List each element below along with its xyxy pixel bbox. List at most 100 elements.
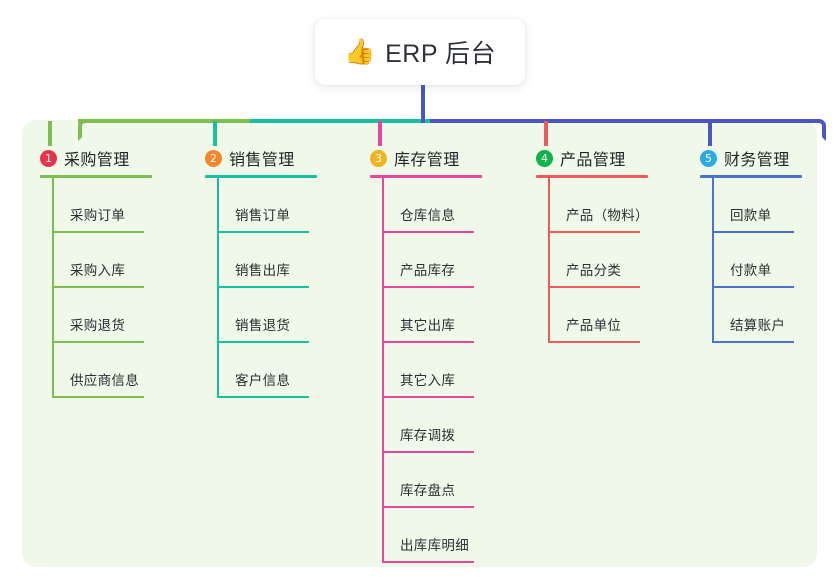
branch-item[interactable]: 供应商信息 xyxy=(52,343,190,398)
branch-item-label: 出库库明细 xyxy=(400,538,469,553)
branch-bar-teal xyxy=(250,119,432,123)
branch-header-5[interactable]: 5 财务管理 xyxy=(700,146,839,170)
branch-item[interactable]: 仓库信息 xyxy=(382,178,520,233)
branch-item-underline xyxy=(217,231,309,233)
branch-item-underline xyxy=(382,506,474,508)
branch-underline xyxy=(40,175,152,178)
branch-item-list: 产品（物料） 产品分类产品单位 xyxy=(548,178,686,343)
root-node[interactable]: 👍 ERP 后台 xyxy=(315,19,525,85)
branch-title: 销售管理 xyxy=(229,152,295,169)
branch-spine xyxy=(548,178,550,343)
branch-item-underline xyxy=(217,286,309,288)
branch-header-3[interactable]: 3 库存管理 xyxy=(370,146,520,170)
branch-item-label: 库存调拨 xyxy=(400,428,456,443)
branch-title: 库存管理 xyxy=(394,152,460,169)
branch-item-underline xyxy=(217,396,309,398)
branch-header-4[interactable]: 4 产品管理 xyxy=(536,146,686,170)
branch-item[interactable]: 采购订单 xyxy=(52,178,190,233)
branch-spine xyxy=(217,178,219,398)
branch-elbow-right xyxy=(804,119,826,141)
branch-item[interactable]: 产品分类 xyxy=(548,233,686,288)
branch-item-list: 采购订单采购入库采购退货供应商信息 xyxy=(52,178,190,398)
branch-item-label: 产品单位 xyxy=(566,318,622,333)
branch-column-3: 3 库存管理仓库信息产品库存其它出库其它入库库存调拨库存盘点出库库明细 xyxy=(370,146,520,563)
branch-item[interactable]: 库存调拨 xyxy=(382,398,520,453)
branch-bar-blue xyxy=(430,119,818,123)
branch-underline xyxy=(205,175,317,178)
branch-item[interactable]: 产品（物料） xyxy=(548,178,686,233)
branch-item-underline xyxy=(712,286,794,288)
branch-item-list: 回款单付款单结算账户 xyxy=(712,178,839,343)
branch-item-underline xyxy=(382,286,474,288)
branch-item[interactable]: 其它出库 xyxy=(382,288,520,343)
branch-item-underline xyxy=(548,341,640,343)
branch-item-label: 产品（物料） xyxy=(566,208,649,223)
thumbs-up-icon: 👍 xyxy=(343,37,376,66)
branch-item[interactable]: 回款单 xyxy=(712,178,839,233)
root-trunk-connector xyxy=(421,75,425,123)
branch-item-underline xyxy=(52,231,144,233)
branch-item-label: 客户信息 xyxy=(235,373,291,388)
branch-bar-green xyxy=(78,119,252,123)
branch-item[interactable]: 其它入库 xyxy=(382,343,520,398)
branch-item-label: 库存盘点 xyxy=(400,483,456,498)
branch-number-badge: 5 xyxy=(700,149,717,167)
branch-column-2: 2 销售管理销售订单销售出库销售退货客户信息 xyxy=(205,146,355,398)
branch-item[interactable]: 库存盘点 xyxy=(382,453,520,508)
branch-item[interactable]: 采购退货 xyxy=(52,288,190,343)
branch-spine xyxy=(712,178,714,343)
branch-item-underline xyxy=(382,231,474,233)
branch-item[interactable]: 产品单位 xyxy=(548,288,686,343)
branch-spine xyxy=(52,178,54,398)
branch-item-label: 仓库信息 xyxy=(400,208,456,223)
branch-stub-2 xyxy=(213,121,217,146)
branch-item[interactable]: 结算账户 xyxy=(712,288,839,343)
branch-item[interactable]: 出库库明细 xyxy=(382,508,520,563)
branch-item[interactable]: 客户信息 xyxy=(217,343,355,398)
branch-title: 产品管理 xyxy=(560,152,626,169)
branch-title: 财务管理 xyxy=(724,152,790,169)
branch-item-underline xyxy=(382,561,474,563)
branch-item-underline xyxy=(217,341,309,343)
branch-number-badge: 4 xyxy=(536,149,553,167)
branch-item-underline xyxy=(712,341,794,343)
branch-item-underline xyxy=(548,231,640,233)
root-node-title: ERP 后台 xyxy=(385,40,497,68)
branch-stub-3 xyxy=(378,121,382,146)
branch-number-badge: 3 xyxy=(370,149,387,167)
branch-item-label: 采购入库 xyxy=(70,263,126,278)
branch-item-list: 销售订单销售出库销售退货客户信息 xyxy=(217,178,355,398)
branch-item-underline xyxy=(52,396,144,398)
branch-item-label: 付款单 xyxy=(730,263,772,278)
branch-item[interactable]: 销售出库 xyxy=(217,233,355,288)
branch-item[interactable]: 付款单 xyxy=(712,233,839,288)
branch-item-underline xyxy=(382,341,474,343)
branch-underline xyxy=(370,175,482,178)
branch-item-label: 销售订单 xyxy=(235,208,291,223)
branch-item-list: 仓库信息产品库存其它出库其它入库库存调拨库存盘点出库库明细 xyxy=(382,178,520,563)
branch-item-underline xyxy=(382,396,474,398)
branch-header-2[interactable]: 2 销售管理 xyxy=(205,146,355,170)
branch-stub-1 xyxy=(48,121,52,146)
branch-item-underline xyxy=(548,286,640,288)
branch-number-badge: 1 xyxy=(40,149,57,167)
branch-stub-4 xyxy=(544,121,548,146)
branch-stub-5 xyxy=(708,121,712,146)
branch-item-label: 结算账户 xyxy=(730,318,786,333)
branch-item-label: 供应商信息 xyxy=(70,373,139,388)
branch-item-underline xyxy=(52,286,144,288)
branch-item[interactable]: 采购入库 xyxy=(52,233,190,288)
branch-item-label: 采购订单 xyxy=(70,208,126,223)
branch-number-badge: 2 xyxy=(205,149,222,167)
branch-item[interactable]: 销售订单 xyxy=(217,178,355,233)
branch-item[interactable]: 产品库存 xyxy=(382,233,520,288)
branch-item-underline xyxy=(712,231,794,233)
branch-elbow-left xyxy=(78,119,100,141)
diagram-background-panel xyxy=(22,120,817,567)
branch-item-underline xyxy=(382,451,474,453)
branch-item[interactable]: 销售退货 xyxy=(217,288,355,343)
branch-spine xyxy=(382,178,384,563)
